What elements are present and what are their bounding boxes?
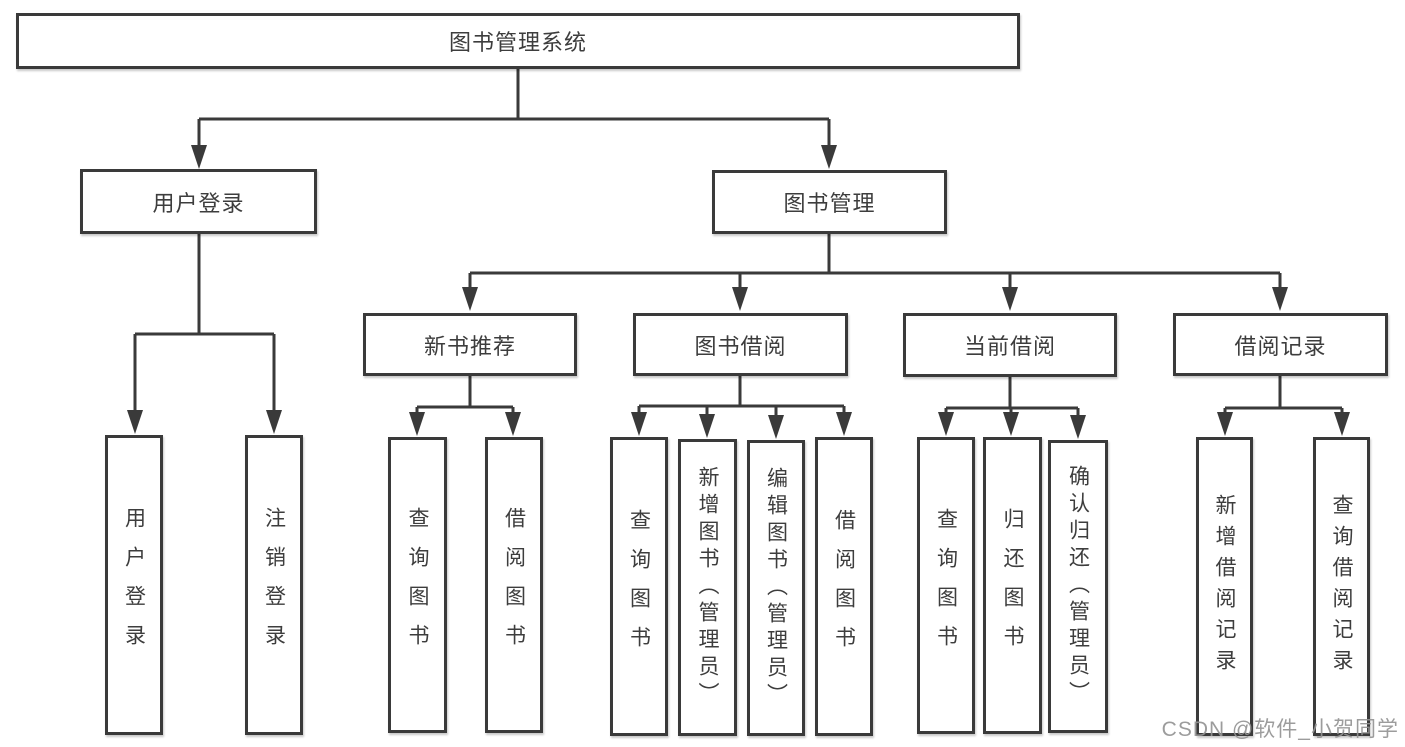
leaf-logout-label: 注销登录 [262,507,286,663]
node-book-borrowing-label: 图书借阅 [694,333,787,359]
leaf-cb-query-books: 查询图书 [917,437,975,734]
leaf-bb-edit-books-admin: 编辑图书（管理员） [747,440,805,736]
watermark: CSDN @软件_小贺同学 [1161,718,1399,741]
node-book-borrowing: 图书借阅 [633,313,848,376]
leaf-nb-borrow-books-label: 借阅图书 [502,507,526,663]
node-borrow-records-label: 借阅记录 [1234,333,1327,359]
leaf-cb-confirm-return-admin: 确认归还（管理员） [1048,440,1108,733]
leaf-bb-add-books-admin: 新增图书（管理员） [678,439,737,736]
arrowheads [127,145,1350,439]
node-book-management: 图书管理 [712,170,947,234]
leaf-bb-query-books-label: 查询图书 [627,508,651,665]
node-root-label: 图书管理系统 [448,30,587,55]
leaf-bb-add-books-admin-label: 新增图书（管理员） [696,466,719,709]
node-new-book-recommend-label: 新书推荐 [423,333,516,359]
leaf-cb-confirm-return-admin-label: 确认归还（管理员） [1066,465,1090,708]
leaf-br-query-record: 查询借阅记录 [1313,437,1370,736]
leaf-logout: 注销登录 [245,435,303,735]
leaf-cb-query-books-label: 查询图书 [934,507,958,664]
node-borrow-records: 借阅记录 [1173,313,1388,376]
leaf-nb-query-books: 查询图书 [388,437,447,733]
leaf-nb-borrow-books: 借阅图书 [485,437,543,733]
leaf-user-login: 用户登录 [105,435,163,735]
leaf-cb-return-books: 归还图书 [983,437,1042,734]
node-new-book-recommend: 新书推荐 [363,313,577,376]
node-user-login-label: 用户登录 [152,190,245,216]
leaf-nb-query-books-label: 查询图书 [406,507,429,663]
leaf-user-login-label: 用户登录 [122,507,146,663]
leaf-bb-query-books: 查询图书 [610,437,668,736]
leaf-bb-borrow-books-label: 借阅图书 [832,508,856,665]
leaf-bb-borrow-books: 借阅图书 [815,437,873,736]
tree-edges [133,69,1344,419]
leaf-cb-return-books-label: 归还图书 [1001,507,1024,664]
leaf-br-add-record-label: 新增借阅记录 [1213,493,1236,680]
node-user-login: 用户登录 [80,169,317,234]
node-current-borrowing: 当前借阅 [903,313,1117,377]
node-root: 图书管理系统 [16,13,1020,69]
leaf-bb-edit-books-admin-label: 编辑图书（管理员） [764,466,788,710]
leaf-br-add-record: 新增借阅记录 [1196,437,1253,736]
leaf-br-query-record-label: 查询借阅记录 [1330,493,1353,680]
node-current-borrowing-label: 当前借阅 [963,334,1056,359]
node-book-management-label: 图书管理 [783,191,876,216]
